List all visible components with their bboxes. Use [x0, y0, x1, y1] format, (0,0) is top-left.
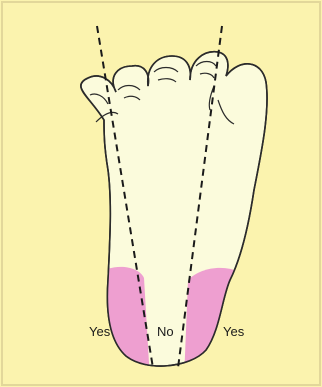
label-center-no: No — [157, 324, 174, 339]
label-left-yes: Yes — [89, 324, 111, 339]
label-right-yes: Yes — [223, 324, 245, 339]
